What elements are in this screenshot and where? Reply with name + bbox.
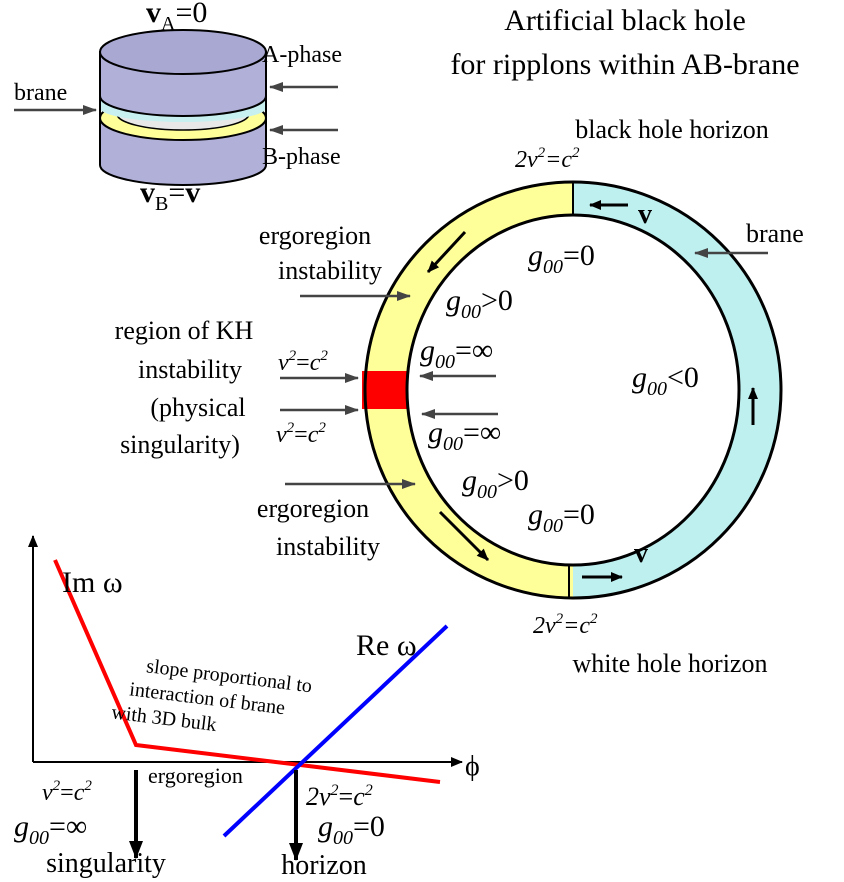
bottom-2v2-label: 2v2=c2 (533, 611, 598, 639)
v-bottom-label: v (634, 538, 648, 569)
top-2v2-label: 2v2=c2 (515, 145, 580, 173)
re-omega-label: Re ω (356, 629, 417, 662)
a-phase-label: A-phase (262, 42, 342, 68)
kh-v2c2-bottom: v2=c2 (276, 420, 326, 448)
kh-red-region (362, 371, 410, 409)
g00-pos-bottom: g00>0 (462, 464, 529, 503)
title-line-2: for ripplons within AB-brane (450, 48, 799, 81)
ergo-bottom-line1: ergoregion (257, 494, 369, 523)
black-hole-horizon-label: black hole horizon (575, 115, 769, 144)
b-phase-label: B-phase (262, 144, 341, 170)
ergo-bottom-line2: instability (276, 532, 380, 561)
flow-arrow-bottom-left (438, 510, 490, 562)
ring-cyan-half (573, 182, 781, 598)
ring-yellow-half (365, 182, 573, 598)
inset-brane-label: brane (14, 80, 67, 106)
ergo-top-line2: instability (278, 256, 382, 285)
ergo-top-line1: ergoregion (259, 221, 371, 250)
flow-arrow-top-left (426, 230, 467, 274)
va-label: vA=0 (146, 0, 207, 35)
ring-brane-label: brane (746, 219, 804, 248)
re-omega-line (222, 624, 449, 838)
graph-2v2c2: 2v2=c2 (306, 782, 373, 811)
graph-v2c2: v2=c2 (42, 778, 92, 806)
im-omega-curve (53, 559, 441, 784)
white-hole-horizon-label: white hole horizon (573, 649, 768, 678)
g00-inf-bottom: g00=∞ (428, 416, 501, 455)
brane-ring (362, 180, 783, 600)
singularity-label: singularity (46, 848, 166, 879)
graph-ergoregion: ergoregion (148, 763, 243, 788)
kh-line4: singularity) (120, 430, 240, 459)
g00-inf-top: g00=∞ (420, 334, 493, 373)
vb-label: vB=v (140, 176, 200, 215)
kh-line1: region of KH (115, 316, 254, 345)
x-axis-label: ϕ (465, 751, 480, 782)
slope-note: slope proportional to interaction of bra… (110, 655, 313, 736)
cylinder-inset (99, 29, 267, 186)
kh-v2c2-top: v2=c2 (278, 348, 328, 376)
im-omega-label: Im ω (62, 566, 123, 599)
omega-graph (28, 535, 463, 861)
kh-line2: instability (138, 355, 242, 384)
g00-zero-top: g00=0 (528, 239, 595, 278)
graph-g00-zero: g00=0 (318, 810, 385, 849)
v-top-label: v (638, 199, 652, 230)
title-line-1: Artificial black hole (504, 4, 746, 37)
kh-line3: (physical (150, 393, 245, 422)
horizon-label: horizon (281, 850, 367, 881)
graph-g00-inf: g00=∞ (14, 810, 87, 849)
